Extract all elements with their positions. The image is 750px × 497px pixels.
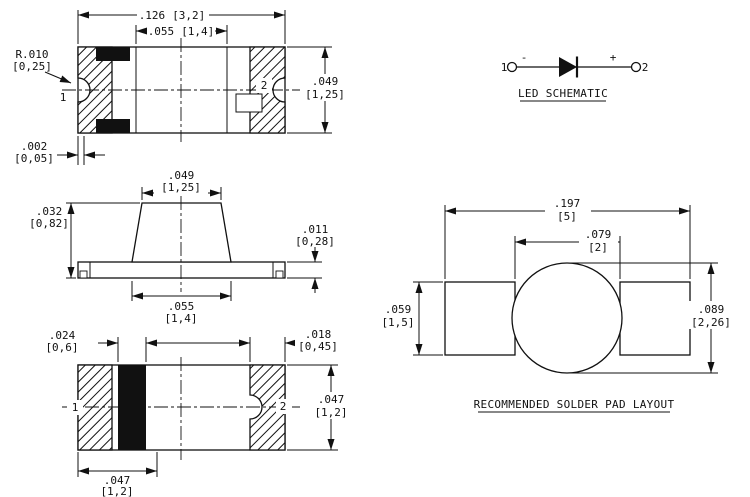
top-view-polarity-step	[235, 93, 263, 113]
dim-height-mm: [0,82]	[29, 217, 69, 230]
schematic-plus-sign: +	[610, 51, 617, 64]
schematic-pin2-label: 2	[642, 61, 649, 74]
pad-layout-dimensions: .197 [5] .079 [2] .059 [1,5] .089 [2,26]	[378, 197, 735, 374]
top-view-dimensions: .126[3,2] .055[1,4] .049 [1,25] R.010 [0…	[12, 7, 348, 165]
top-view-mark-bottom	[96, 119, 130, 133]
schematic-title: LED SCHEMATIC	[518, 87, 608, 100]
schematic-terminal2-circle	[630, 61, 642, 73]
side-view-base	[77, 261, 286, 279]
dim-offset-mm: [0,05]	[14, 152, 54, 165]
dim-terminal-span-mm: [1,2]	[100, 485, 133, 497]
side-view-dimensions: .049 [1,25] .032 [0,82] .011 [0,28] .055…	[29, 169, 335, 325]
dim-body-depth-mm: [1,25]	[305, 88, 345, 101]
dim-height-in: .032	[36, 205, 63, 218]
top-view-pin1-label: 1	[60, 91, 67, 104]
schematic-terminal1-circle	[506, 61, 518, 73]
dim-bottom-depth-in: .047	[318, 393, 345, 406]
top-view-pin2-label: 2	[261, 79, 268, 92]
dim-circle-in: .089	[698, 303, 725, 316]
diode-anode-triangle	[559, 57, 577, 77]
dim-pad-gap-in: .079	[585, 228, 612, 241]
dim-bottom-depth-mm: [1,2]	[314, 406, 347, 419]
dim-base-thickness-mm: [0,28]	[295, 235, 335, 248]
dim-lens-bottom-mm: [1,4]	[164, 312, 197, 325]
dim-pad-height-in: .059	[385, 303, 412, 316]
dim-pad-gap-mm: [2]	[588, 241, 608, 254]
bottom-view-pin2-label: 2	[280, 400, 287, 413]
solder-pad-layout: .197 [5] .079 [2] .059 [1,5] .089 [2,26]…	[378, 197, 735, 413]
schematic-pin1-label: 1	[501, 61, 508, 74]
dim-pad-height-mm: [1,5]	[381, 316, 414, 329]
dim-lens-bottom-in: .055	[168, 300, 195, 313]
right-pad	[619, 281, 691, 356]
bottom-view-dimensions: .024 [0,6] .018 [0,45] .047 [1,2] .047 […	[45, 327, 353, 497]
dim-cathode-mark-mm: [0,6]	[45, 341, 78, 354]
bottom-view: 1 2 .024 [0,6] .018 [0,45] .047 [1,2]	[45, 327, 353, 497]
dim-pad-overall-mm: [5]	[557, 210, 577, 223]
led-schematic: 1 2 - + LED SCHEMATIC	[501, 51, 649, 102]
pad-layout-title: RECOMMENDED SOLDER PAD LAYOUT	[474, 398, 675, 411]
dim-lens-top-in: .049	[168, 169, 195, 182]
top-view: 1 2 .126[3,2] .055[1,4] .049 [1,25] R.01…	[12, 7, 348, 165]
side-view-lens	[131, 202, 232, 263]
top-view-mark-top	[96, 47, 130, 61]
dim-pad-overall-in: .197	[554, 197, 581, 210]
dim-terminal-span-in: .047	[104, 474, 131, 487]
side-view: .049 [1,25] .032 [0,82] .011 [0,28] .055…	[29, 169, 335, 325]
dim-terminal-in: .018	[305, 328, 332, 341]
dim-base-thickness-in: .011	[302, 223, 329, 236]
dim-terminal-mm: [0,45]	[298, 340, 338, 353]
schematic-minus-sign: -	[521, 51, 528, 64]
bottom-view-pin1-label: 1	[72, 401, 79, 414]
dim-offset-in: .002	[21, 140, 48, 153]
dim-notch-radius-in: R.010	[15, 48, 48, 61]
dim-lens-top-mm: [1,25]	[161, 181, 201, 194]
dim-lens-width: .055[1,4]	[148, 25, 215, 38]
bottom-view-right-terminal	[249, 364, 286, 451]
dim-circle-mm: [2,26]	[691, 316, 731, 329]
left-pad	[444, 281, 516, 356]
side-view-right-notch	[275, 270, 284, 279]
side-view-left-notch	[79, 270, 88, 279]
dim-cathode-mark-in: .024	[49, 329, 76, 342]
dim-body-depth-in: .049	[312, 75, 339, 88]
dim-notch-radius-mm: [0,25]	[12, 60, 52, 73]
center-pad-circle	[511, 262, 623, 374]
bottom-view-cathode-band	[118, 365, 146, 450]
dim-body-width: .126[3,2]	[139, 9, 206, 22]
bottom-view-left-terminal	[77, 364, 113, 451]
